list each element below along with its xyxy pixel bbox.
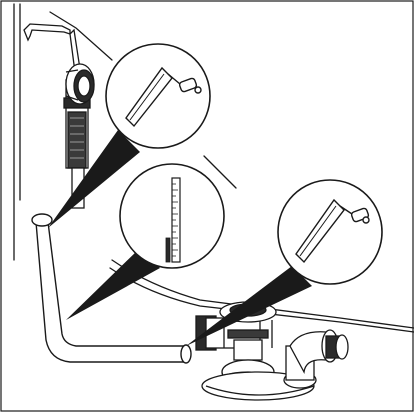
saw-icon: [125, 66, 202, 128]
overflow-head: [65, 63, 95, 105]
overflow-handle: [23, 23, 71, 42]
saw-icon: [295, 198, 370, 264]
callout-saw-standpipe: [48, 43, 211, 228]
callout-ruler: [66, 163, 225, 320]
trap-assembly: [195, 301, 349, 401]
callout-saw-pipe: [186, 179, 383, 346]
ruler-icon: [165, 177, 181, 263]
